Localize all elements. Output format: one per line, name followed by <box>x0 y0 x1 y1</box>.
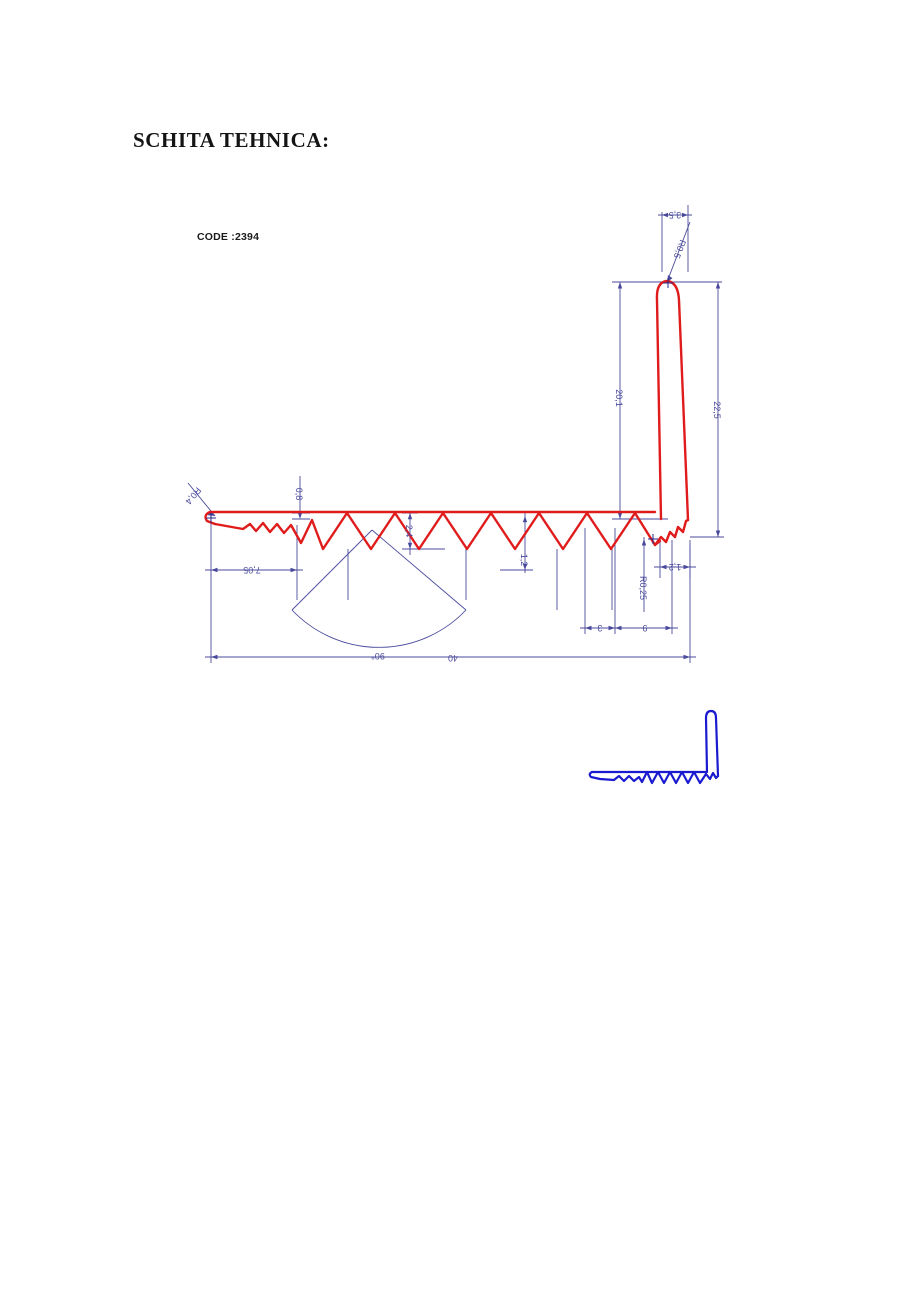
dimension-labels: 3,5 R0,5 20,1 22,5 R0,4 0,8 2,4 1,2 7,05… <box>183 210 722 663</box>
profile-outline <box>204 279 690 551</box>
dim-overall-length: 40 <box>448 653 458 663</box>
page-title: SCHITA TEHNICA: <box>133 128 330 152</box>
dim-corner-radius: R0,25 <box>638 576 648 600</box>
dim-segment-9: 9 <box>642 623 647 633</box>
center-marks <box>206 278 673 544</box>
code-label: CODE :2394 <box>197 231 260 243</box>
dim-left-end-radius: R0,4 <box>183 485 203 506</box>
dim-overall-height: 22,5 <box>712 401 722 419</box>
dim-tooth-angle: 90° <box>371 651 385 661</box>
dim-segment-3: 3 <box>597 623 602 633</box>
dim-inner-height: 20,1 <box>614 389 624 407</box>
dim-corner-offset: 1,2 <box>669 562 682 572</box>
dim-sheet-thickness: 0,8 <box>294 488 304 501</box>
dim-small-tooth-height: 1,2 <box>519 554 529 567</box>
dimension-lines <box>187 205 724 663</box>
preview-profile <box>588 709 720 785</box>
dim-flange-top-width: 3,5 <box>669 210 682 220</box>
dim-flange-tip-radius: R0,5 <box>672 238 688 259</box>
dim-tooth-height: 2,4 <box>404 525 414 538</box>
dim-left-plain-length: 7,05 <box>243 565 261 575</box>
